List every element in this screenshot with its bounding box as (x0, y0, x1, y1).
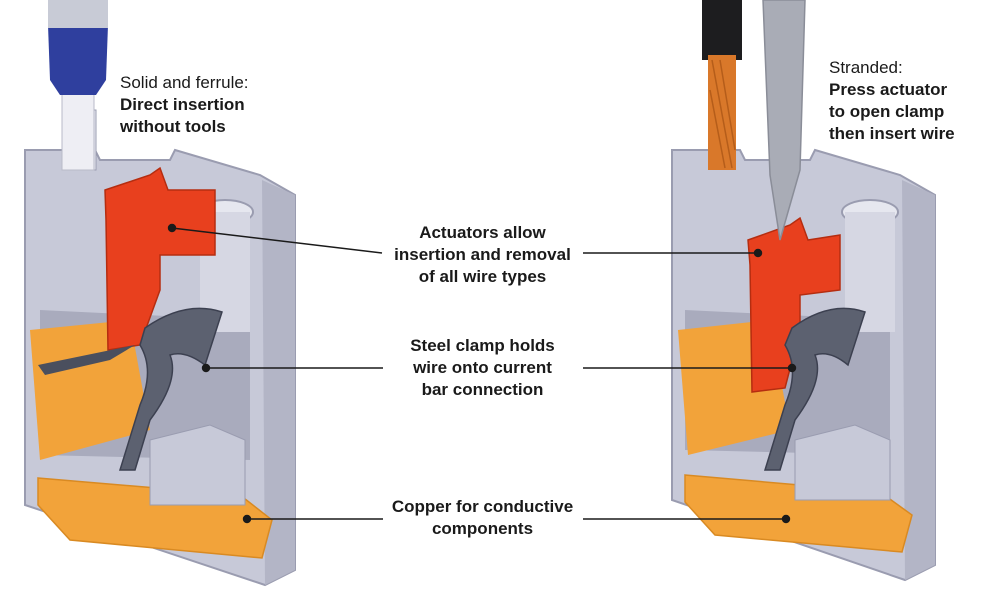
right-terminal (671, 0, 936, 582)
callout-actuators-line3: of all wire types (418, 267, 547, 286)
left-lower-block (149, 424, 246, 506)
leader-clamp-left-dot (201, 363, 211, 373)
leader-clamp-right-dot (787, 363, 797, 373)
callout-copper-line1: Copper for conductive (391, 497, 574, 516)
left-caption: Solid and ferrule: Direct insertion with… (120, 72, 249, 138)
left-ferrule-blue (48, 25, 108, 95)
leader-copper-right-dot (781, 514, 791, 524)
left-copper-back (30, 320, 150, 460)
left-actuator (104, 166, 216, 351)
leader-actuator-left (171, 227, 383, 254)
right-caption-line1: Stranded: (829, 58, 903, 77)
right-actuator (747, 216, 841, 393)
callout-copper-line2: components (431, 519, 534, 538)
left-caption-line1: Solid and ferrule: (120, 73, 249, 92)
callout-actuators-line1: Actuators allow (419, 223, 546, 242)
callout-clamp-line3: bar connection (421, 380, 544, 399)
right-caption-line4: then insert wire (829, 124, 955, 143)
callout-clamp-line1: Steel clamp holds (410, 336, 555, 355)
right-steel-clamp (763, 307, 866, 471)
left-clamp-tip (38, 345, 135, 375)
left-terminal (24, 0, 296, 587)
callout-clamp: Steel clamp holds wire onto current bar … (380, 335, 585, 401)
right-housing-side (902, 180, 935, 580)
callout-clamp-line2: wire onto current (413, 358, 552, 377)
callout-copper: Copper for conductive components (380, 496, 585, 540)
left-caption-line2: Direct insertion (120, 95, 245, 114)
right-screwdriver (762, 0, 806, 241)
callout-actuators: Actuators allow insertion and removal of… (380, 222, 585, 288)
left-steel-clamp (118, 307, 223, 471)
right-caption-line3: to open clamp (829, 102, 945, 121)
left-ferrule-top (48, 0, 108, 28)
leader-copper-left-dot (242, 514, 252, 524)
right-lower-block (794, 424, 891, 501)
leader-actuator-left-dot (167, 223, 177, 233)
callout-actuators-line2: insertion and removal (394, 245, 571, 264)
leader-actuator-right-dot (753, 248, 763, 258)
left-caption-line3: without tools (120, 117, 226, 136)
leader-lines (167, 223, 797, 524)
right-wire-insulation (702, 0, 742, 60)
left-housing-side (262, 180, 295, 585)
right-caption-line2: Press actuator (829, 80, 948, 99)
right-caption: Stranded: Press actuator to open clamp t… (829, 57, 955, 145)
